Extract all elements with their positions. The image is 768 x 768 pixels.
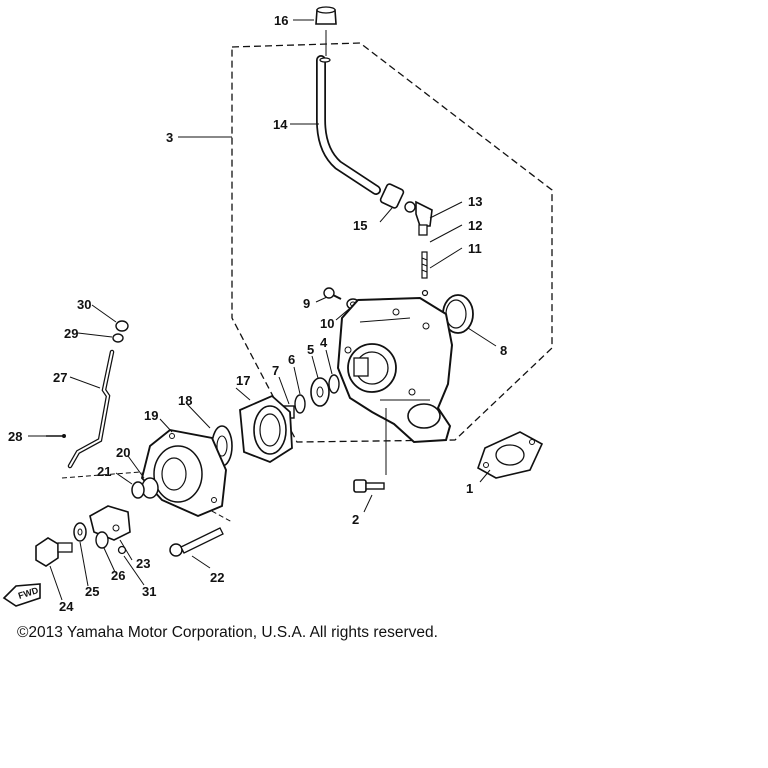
leader-lines [28,19,497,601]
part-gasket [477,431,544,479]
label-part-15: 15 [353,218,367,233]
part-pump-cover [140,428,227,518]
label-part-1: 1 [466,481,473,496]
label-part-31: 31 [142,584,156,599]
label-part-19: 19 [144,408,158,423]
part-number-labels: 16 14 3 15 13 12 11 9 10 8 4 5 6 7 17 18… [8,13,507,614]
part-main-housing [336,296,454,444]
part-bushing [294,394,306,414]
label-part-3: 3 [166,130,173,145]
part-washer-bolt [73,522,87,542]
part-lever-plate [89,505,131,541]
label-part-7: 7 [272,363,279,378]
copyright-notice: ©2013 Yamaha Motor Corporation, U.S.A. A… [17,624,438,641]
label-part-21: 21 [97,464,111,479]
part-washer-large [310,377,330,407]
label-part-2: 2 [352,512,359,527]
assembly-outline [231,42,553,443]
part-pin [46,434,66,438]
label-part-22: 22 [210,570,224,585]
label-part-4: 4 [320,335,328,350]
part-cover [442,294,474,334]
label-part-12: 12 [468,218,482,233]
label-part-17: 17 [236,373,250,388]
label-part-23: 23 [136,556,150,571]
part-linkage-rod [67,349,115,469]
part-hose [316,55,381,195]
part-collar [95,531,109,549]
part-needle [421,251,428,279]
label-part-28: 28 [8,429,22,444]
label-part-18: 18 [178,393,192,408]
label-part-11: 11 [468,241,482,256]
label-part-24: 24 [59,599,74,614]
label-part-9: 9 [303,296,310,311]
label-part-6: 6 [288,352,295,367]
label-part-5: 5 [307,342,314,357]
label-part-25: 25 [85,584,99,599]
part-clip [112,333,124,343]
part-fitting [404,200,433,236]
part-pump-body [239,394,293,464]
label-part-16: 16 [274,13,288,28]
part-bolt [353,408,387,493]
label-part-10: 10 [320,316,334,331]
label-part-13: 13 [468,194,482,209]
part-hex-bolt [35,537,73,567]
part-ball [421,289,429,297]
label-part-20: 20 [116,445,130,460]
label-part-29: 29 [64,326,78,341]
label-part-26: 26 [111,568,125,583]
label-part-27: 27 [53,370,67,385]
label-part-30: 30 [77,297,91,312]
part-nut [115,320,129,332]
part-screw-small [323,287,342,300]
fwd-arrow-badge: FWD [2,583,41,607]
part-seal [328,374,340,394]
label-part-8: 8 [500,343,507,358]
label-part-14: 14 [273,117,288,132]
part-cap [315,6,337,56]
part-long-screw [169,527,224,557]
part-hose-clip [379,183,405,209]
part-circlip [131,481,145,499]
